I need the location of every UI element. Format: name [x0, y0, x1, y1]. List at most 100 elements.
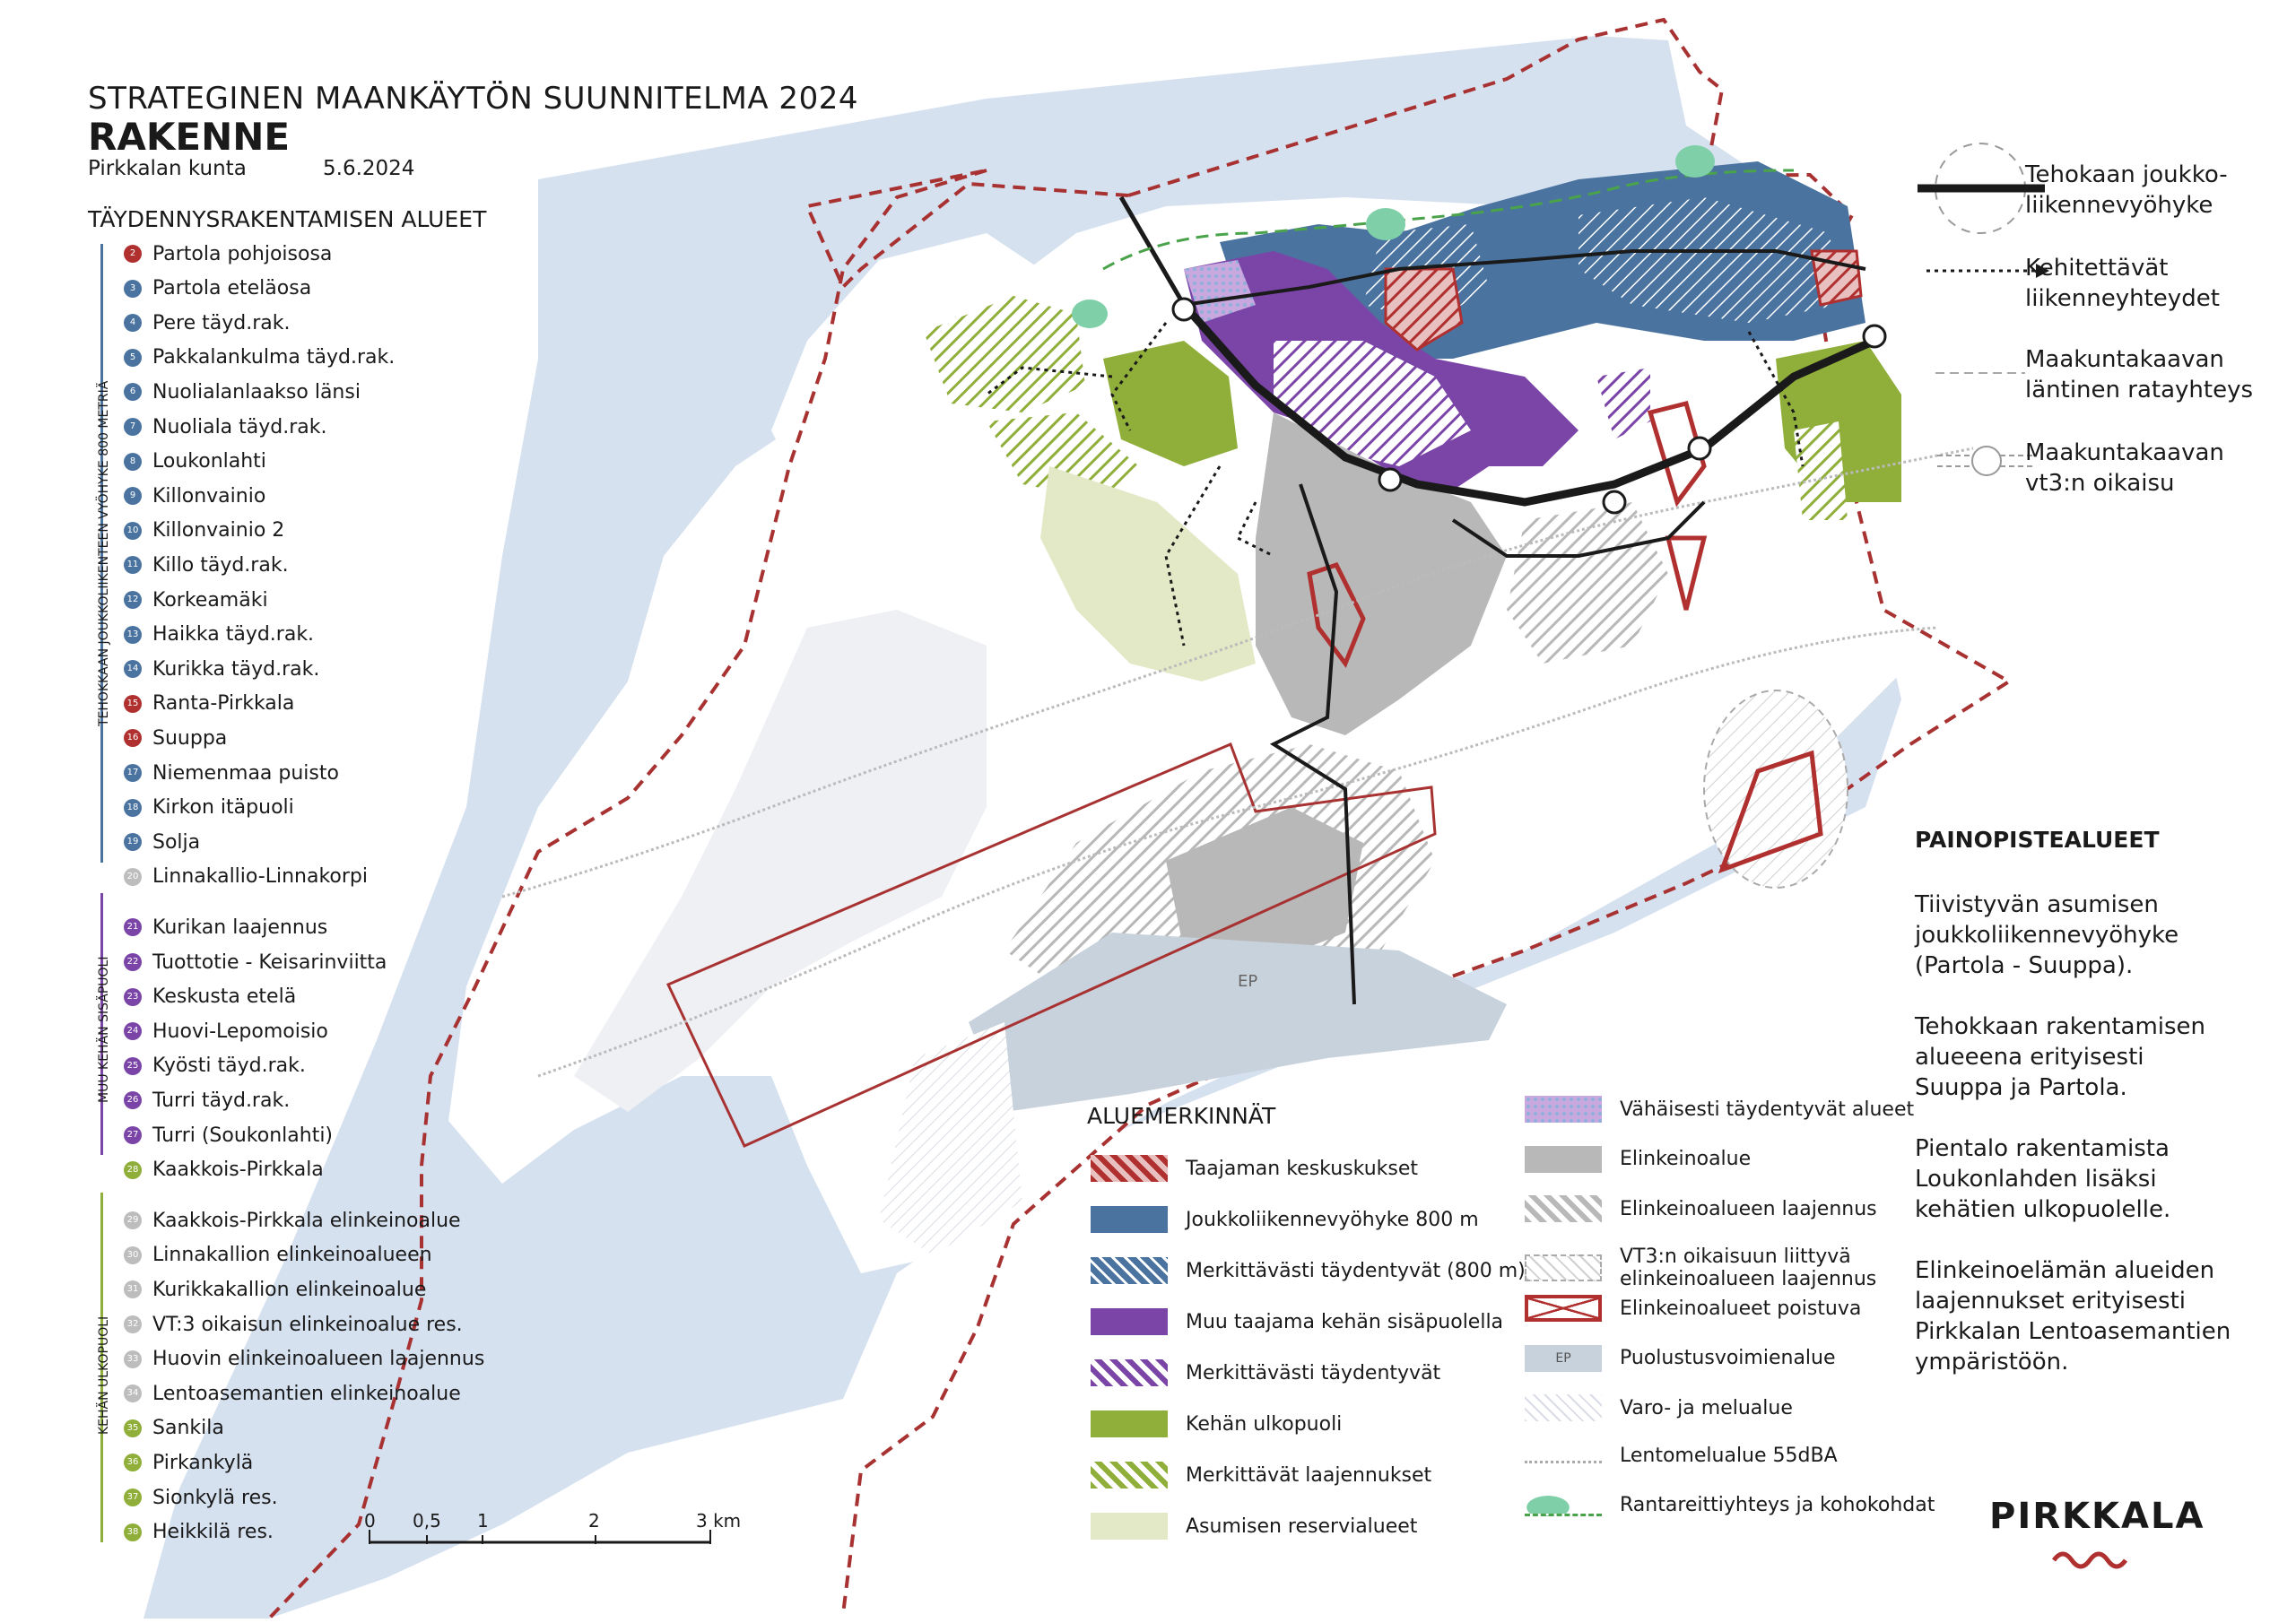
- legend-left-item: Kehän ulkopuoli: [1091, 1410, 1342, 1437]
- zone-green-mid: [1103, 341, 1238, 466]
- group-label-transit: TEHOKKAAN JOUKKOLIIKENTEEN VYÖHYKE 800 M…: [97, 380, 111, 726]
- group-bar-transit: [100, 244, 103, 863]
- removed-area-4: [1718, 750, 1823, 874]
- legend-swatch: [1525, 1145, 1602, 1173]
- legend-label: Taajaman keskuskukset: [1186, 1158, 1418, 1180]
- legend-line-devlinks-l2: liikenneyhteydet: [2025, 285, 2220, 312]
- legend-label-line: Vähäisesti täydentyvät alueet: [1620, 1098, 1915, 1121]
- legend-right-item: Lentomelualue 55dBA: [1525, 1445, 1838, 1467]
- focus-line: laajennukset erityisesti: [1915, 1288, 2187, 1315]
- area-label: Turri täyd.rak.: [152, 1089, 291, 1112]
- legend-line-rail-l2: läntinen ratayhteys: [2025, 377, 2254, 404]
- area-label: Pirkankylä: [152, 1451, 254, 1474]
- focus-line: (Partola - Suuppa).: [1915, 952, 2134, 979]
- legend-label-line: Rantareittiyhteys ja kohokohdat: [1620, 1494, 1935, 1516]
- focus-line: Elinkeinoelämän alueiden: [1915, 1257, 2215, 1284]
- dev-link-3: [1164, 465, 1222, 647]
- legend-label: Kehän ulkopuoli: [1186, 1413, 1342, 1436]
- zone-blue-hatch: [1578, 197, 1839, 323]
- area-label: Lentoasemantien elinkeinoalue: [152, 1382, 461, 1405]
- area-number-badge: 28: [124, 1160, 142, 1179]
- legend-label-line: Elinkeinoalueen laajennus: [1620, 1197, 1877, 1220]
- area-label: Linnakallion elinkeinoalueen: [152, 1244, 432, 1267]
- focus-line: Pirkkalan Lentoasemantien: [1915, 1318, 2231, 1345]
- area-number-badge: 9: [124, 487, 142, 506]
- area-number-badge: 8: [124, 452, 142, 471]
- area-number-badge: 24: [124, 1022, 142, 1041]
- focus-line: joukkoliikennevyöhyke: [1915, 922, 2179, 949]
- area-label: Huovi-Lepomoisio: [152, 1020, 328, 1043]
- area-label: Kurikan laajennus: [152, 916, 328, 939]
- legend-line-vt3: Maakuntakaavan vt3:n oikaisu: [2025, 438, 2224, 499]
- zone-gray-hatch-central: [1507, 502, 1668, 664]
- area-label: Kaakkois-Pirkkala elinkeinoalue: [152, 1209, 461, 1232]
- legend-left-item: Asumisen reservialueet: [1091, 1513, 1417, 1540]
- legend-label-line: Puolustusvoimienalue: [1620, 1347, 1836, 1369]
- highlight-3: [1675, 145, 1715, 178]
- land-sw: [574, 610, 987, 1112]
- area-list-item: 38 Heikkilä res.: [124, 1519, 274, 1546]
- area-number-badge: 22: [124, 953, 142, 971]
- scale-label-0: 0: [364, 1510, 376, 1532]
- map-date: 5.6.2024: [323, 157, 415, 180]
- area-number-badge: 20: [124, 867, 142, 886]
- noise-line-2: [537, 626, 1938, 1078]
- zone-faint: [879, 1022, 1022, 1255]
- dev-link-4: [1235, 501, 1274, 558]
- areas-heading: TÄYDENNYSRAKENTAMISEN ALUEET: [88, 206, 487, 232]
- legend-right-item: Elinkeinoalue: [1525, 1145, 1751, 1173]
- area-label: Nuoliala täyd.rak.: [152, 415, 327, 438]
- transit-zone-line: [1180, 302, 1876, 507]
- focus-line: Tehokkaan rakentamisen: [1915, 1013, 2206, 1040]
- legend-label-line: Kehän ulkopuoli: [1186, 1412, 1343, 1436]
- group-bar-outer: [100, 1193, 103, 1542]
- area-number-badge: 3: [124, 279, 142, 298]
- area-label: Kurikkakallion elinkeinoalue: [152, 1278, 427, 1301]
- area-number-badge: 34: [124, 1384, 142, 1403]
- area-number-badge: 38: [124, 1523, 142, 1541]
- area-number-badge: 11: [124, 556, 142, 575]
- map-subtitle: RAKENNE: [88, 115, 291, 159]
- focus-paragraph: Elinkeinoelämän alueiden laajennukset eri…: [1915, 1255, 2256, 1377]
- area-number-badge: 29: [124, 1211, 142, 1230]
- legend-label-line: Elinkeinoalueet poistuva: [1620, 1297, 1862, 1320]
- area-label: Heikkilä res.: [152, 1521, 274, 1544]
- area-number-badge: 37: [124, 1488, 142, 1506]
- area-label: Solja: [152, 830, 201, 854]
- legend-left-item: Muu taajama kehän sisäpuolella: [1091, 1308, 1503, 1335]
- area-number-badge: 26: [124, 1091, 142, 1110]
- dev-link-2: [986, 366, 1113, 396]
- transit-node-4: [1687, 436, 1712, 461]
- legend-label: Asumisen reservialueet: [1186, 1515, 1417, 1538]
- scale-label-3: 3 km: [696, 1510, 742, 1532]
- area-number-badge: 33: [124, 1350, 142, 1368]
- area-number-badge: 13: [124, 625, 142, 644]
- legend-label: Joukkoliikennevyöhyke 800 m: [1186, 1209, 1479, 1231]
- land-west: [771, 233, 1040, 520]
- removed-area-1: [1307, 561, 1366, 669]
- legend-left-item: Taajaman keskuskukset: [1091, 1155, 1418, 1182]
- map-title: STRATEGINEN MAANKÄYTÖN SUUNNITELMA 2024: [88, 81, 858, 117]
- area-label: Kaakkois-Pirkkala: [152, 1159, 324, 1182]
- area-number-badge: 35: [124, 1419, 142, 1437]
- area-label: Huovin elinkeinoalueen laajennus: [152, 1348, 485, 1371]
- pirkkala-logo: PIRKKALA: [1989, 1496, 2205, 1537]
- area-label: Niemenmaa puisto: [152, 761, 339, 785]
- area-number-badge: 30: [124, 1245, 142, 1264]
- legend-swatch: [1091, 1308, 1168, 1335]
- legend-right-item: Varo- ja melualue: [1525, 1394, 1793, 1421]
- area-label: Suuppa: [152, 726, 228, 750]
- area-number-badge: 2: [124, 245, 142, 263]
- area-label: Partola eteläosa: [152, 277, 312, 300]
- highlight-2: [1366, 208, 1405, 240]
- area-number-badge: 31: [124, 1280, 142, 1299]
